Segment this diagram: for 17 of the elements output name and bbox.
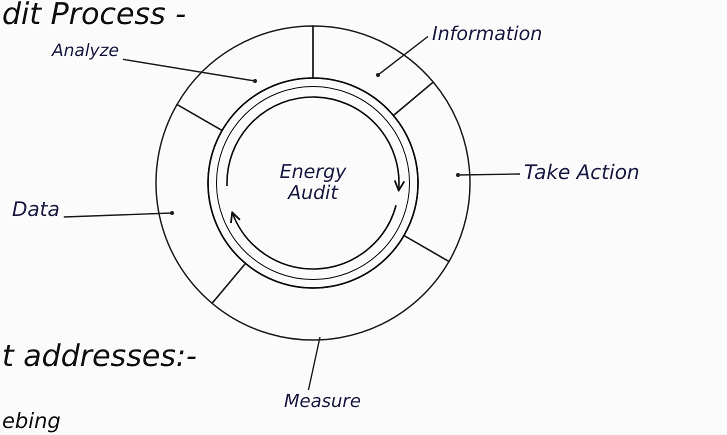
leader-line bbox=[456, 173, 520, 177]
segment-label: Analyze bbox=[52, 42, 119, 61]
ring-segment bbox=[211, 234, 450, 341]
heading-text: t addresses:- bbox=[2, 340, 197, 373]
ring-segment bbox=[392, 81, 471, 262]
segment-label: Information bbox=[432, 24, 542, 45]
leader-line bbox=[308, 336, 321, 390]
heading-text: dit Process - bbox=[2, 0, 186, 31]
segment-label: Data bbox=[12, 198, 60, 220]
heading-text: ebing bbox=[2, 410, 61, 434]
leader-line bbox=[122, 58, 257, 83]
leader-line bbox=[64, 211, 174, 218]
center-circle bbox=[216, 86, 410, 280]
segment-label: Measure bbox=[284, 392, 361, 412]
center-label: Energy Audit bbox=[278, 162, 348, 204]
leader-line bbox=[376, 36, 428, 77]
segment-label: Take Action bbox=[524, 161, 640, 183]
